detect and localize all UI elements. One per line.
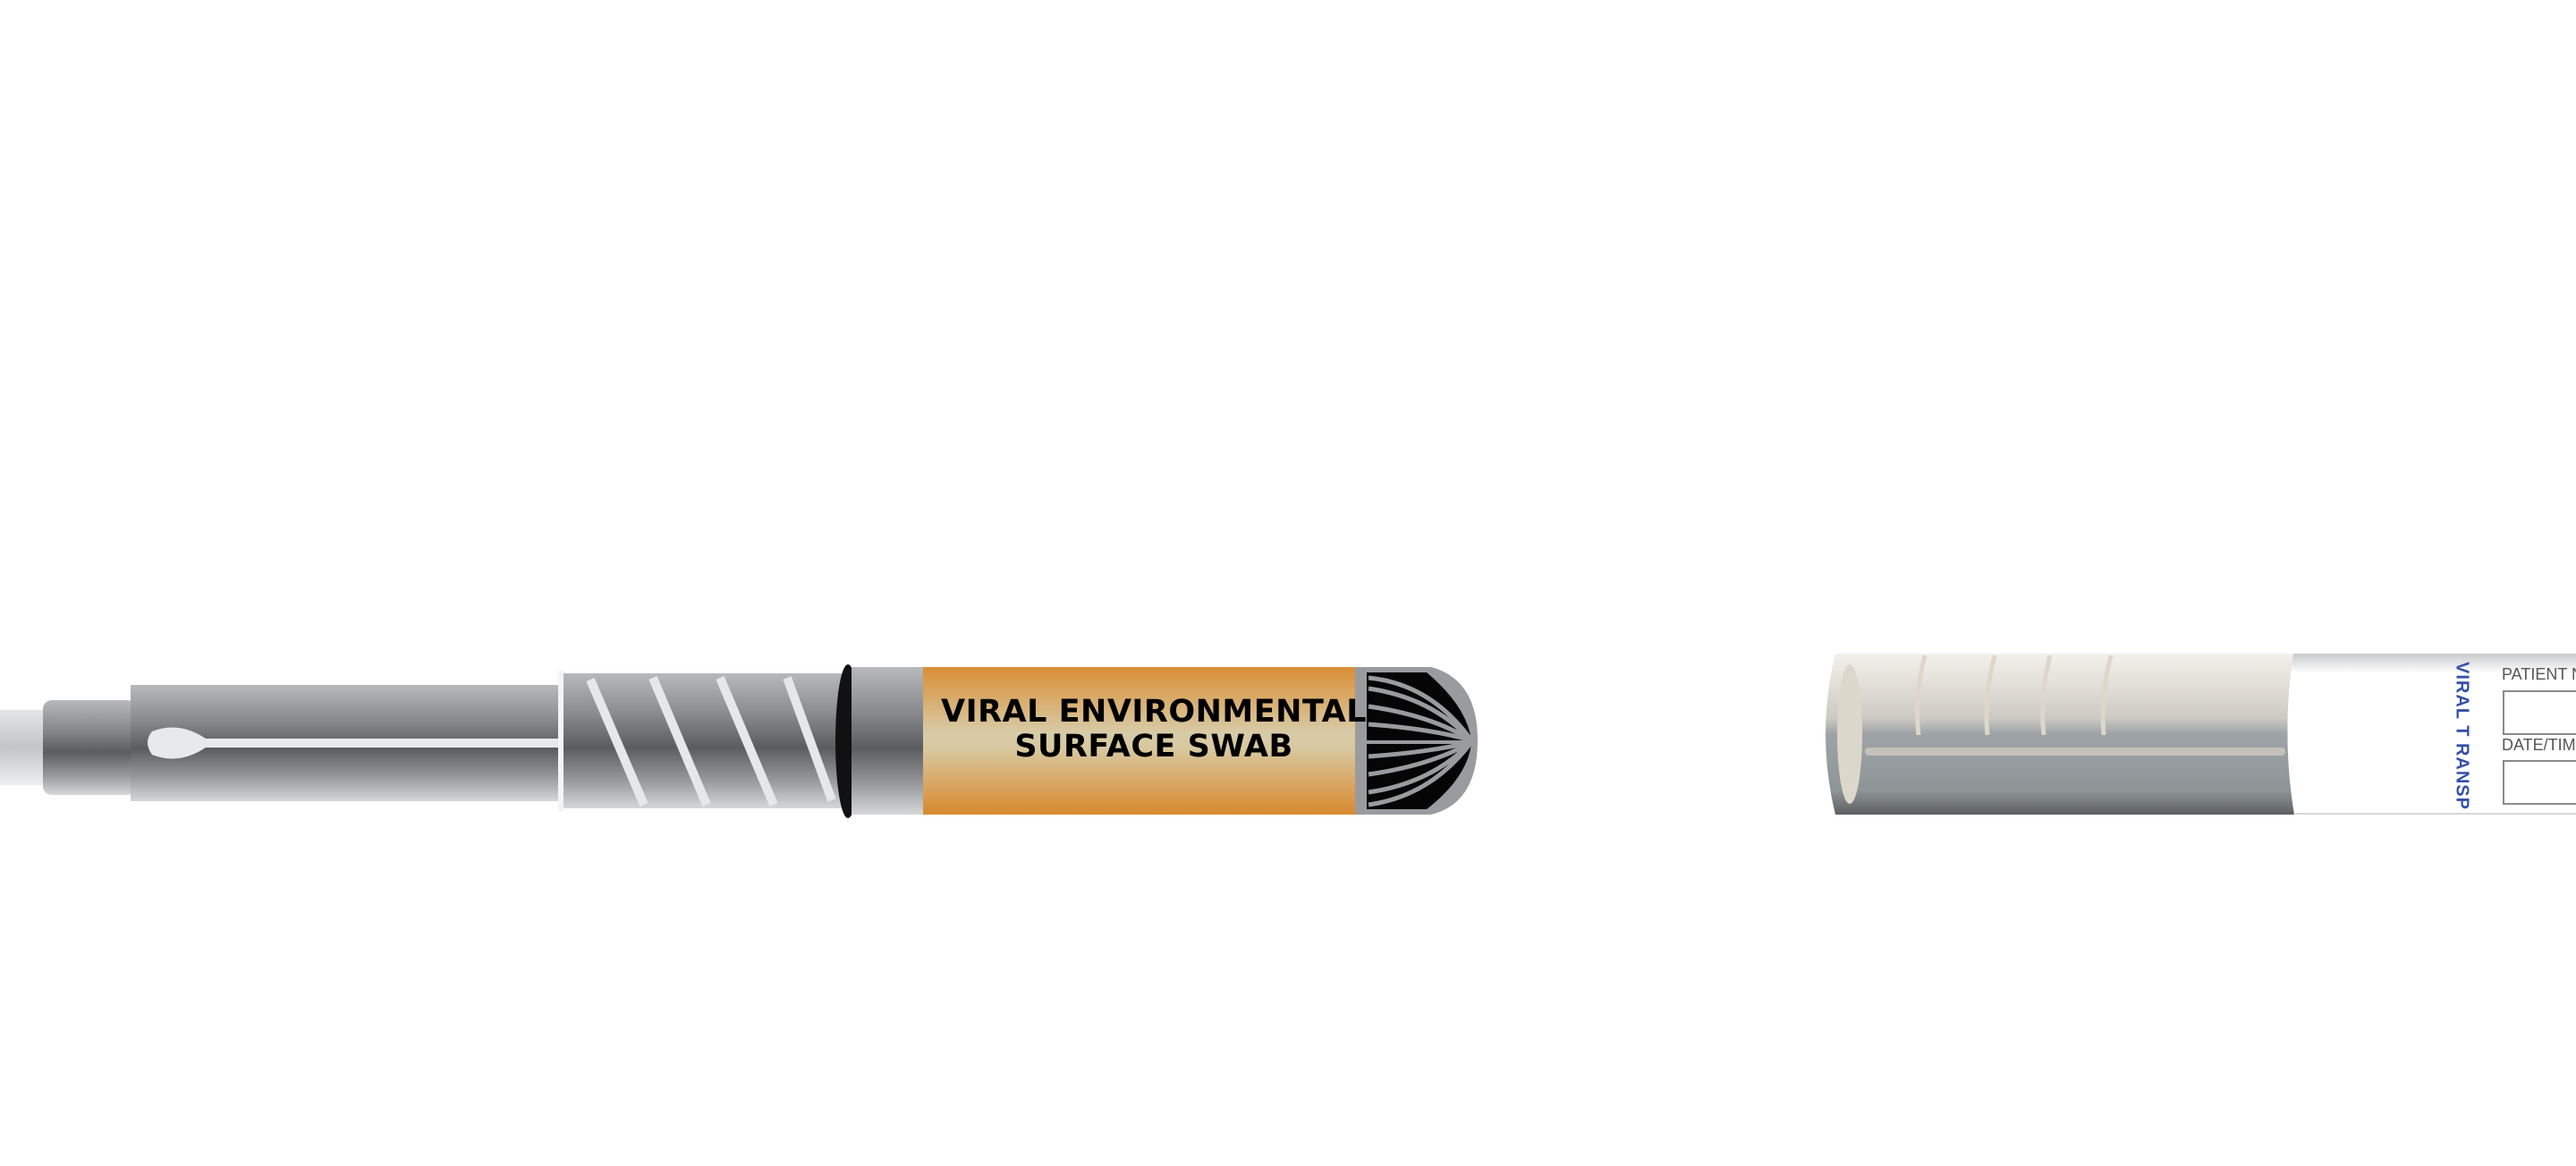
tube-inner-stick (1865, 748, 2285, 756)
swab-end-cap (43, 700, 136, 795)
swab-stick (148, 727, 575, 759)
swab-label (923, 667, 1361, 815)
swab-collar (852, 667, 928, 815)
swab-device (0, 664, 1478, 818)
date-time-label: DATE/TIME (2502, 736, 2576, 754)
swab-label-line2: SURFACE SWAB (1014, 729, 1293, 765)
tube-graduations (1915, 655, 2114, 736)
tube-rim (1837, 664, 1862, 804)
patient-name-box (2503, 690, 2576, 735)
patient-name-label: PATIENT NA (2502, 665, 2576, 683)
thread-ridges (586, 676, 836, 807)
tube-body (1826, 654, 2294, 815)
tube-side-text: VIRAL T RANSP (2452, 662, 2472, 810)
date-time-box (2503, 760, 2576, 805)
swab-label-line1: VIRAL ENVIRONMENTAL (940, 694, 1368, 730)
